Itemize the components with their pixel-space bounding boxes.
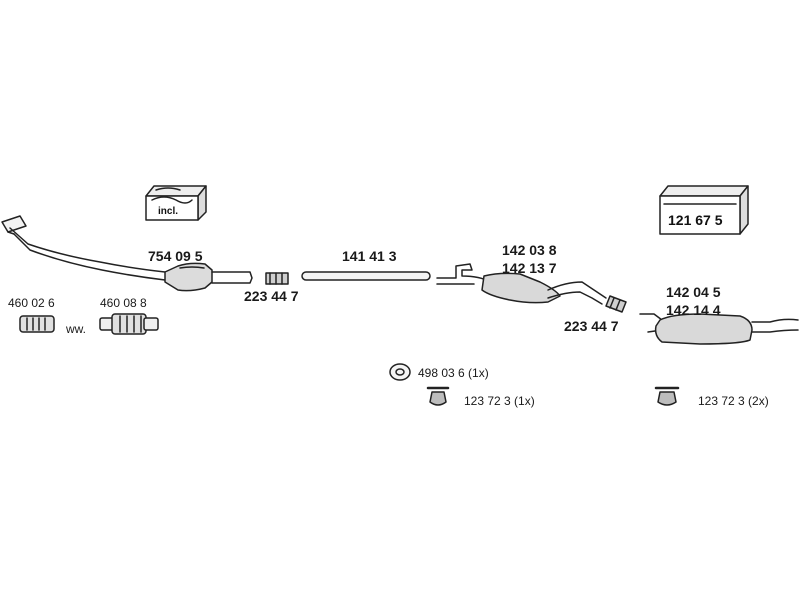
mounting-kit-part-number: 121 67 5 xyxy=(668,212,723,228)
flex-pipe-separator: ww. xyxy=(66,322,87,336)
flex-pipe-part-number: 460 02 6 xyxy=(8,296,55,310)
middle-silencer-alt-part-number: 142 13 7 xyxy=(502,260,557,276)
rubber-hanger-icon xyxy=(426,386,450,406)
middle-pipe-part-number: 141 41 3 xyxy=(342,248,397,264)
kit-included-label: incl. xyxy=(158,206,179,217)
clamp-part-number: 223 44 7 xyxy=(564,318,619,334)
mounting-kit-box-icon xyxy=(659,185,749,235)
pipe-clamp-icon xyxy=(265,272,289,285)
middle-pipe-icon xyxy=(301,271,431,281)
flex-pipe-icon xyxy=(99,313,159,335)
flex-pipe-alt-part-number: 460 08 8 xyxy=(100,296,147,310)
fitting-kit-box-icon xyxy=(145,185,207,221)
pipe-clamp-icon xyxy=(605,295,627,313)
front-pipe-icon xyxy=(1,215,166,281)
middle-silencer-icon xyxy=(436,263,607,305)
rear-silencer-part-number: 142 04 5 xyxy=(666,284,721,300)
clamp-part-number: 223 44 7 xyxy=(244,288,299,304)
flex-pipe-icon xyxy=(19,315,55,333)
rear-silencer-alt-part-number: 142 14 4 xyxy=(666,302,721,318)
hanger-part-number: 123 72 3 (1x) xyxy=(464,394,535,408)
middle-silencer-part-number: 142 03 8 xyxy=(502,242,557,258)
ring-part-number: 498 03 6 (1x) xyxy=(418,366,489,380)
catalyst-part-number: 754 09 5 xyxy=(148,248,203,264)
rubber-hanger-icon xyxy=(654,386,680,406)
rubber-ring-icon xyxy=(389,363,411,381)
rear-silencer-icon xyxy=(639,313,799,345)
catalytic-converter-icon xyxy=(164,262,253,292)
hanger-rear-part-number: 123 72 3 (2x) xyxy=(698,394,769,408)
